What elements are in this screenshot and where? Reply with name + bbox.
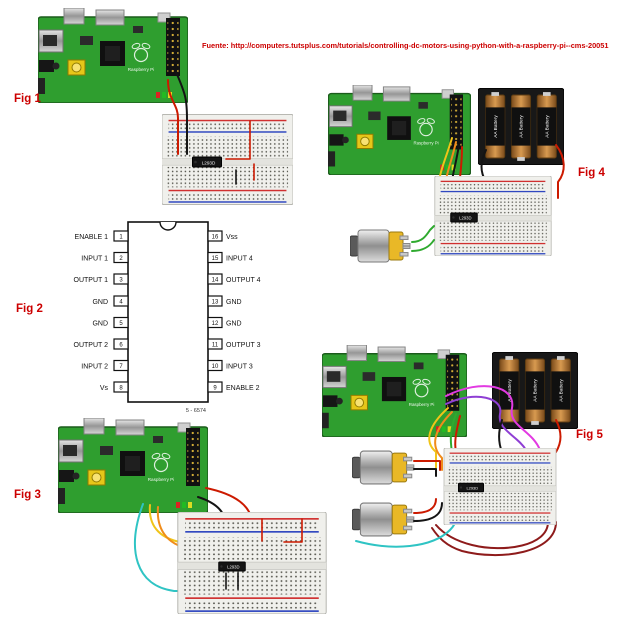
l293d-chip xyxy=(458,482,484,493)
pin-stub xyxy=(113,381,129,393)
pin-label: Vs xyxy=(100,385,109,392)
raspberry-pi-board xyxy=(58,418,208,513)
pin-stub xyxy=(207,338,223,350)
pin-stub xyxy=(207,381,223,393)
fig1-wire-red xyxy=(167,79,179,155)
pin-number: 15 xyxy=(212,256,219,262)
ic-notch-top xyxy=(159,221,177,231)
pin-stub xyxy=(113,230,129,242)
fig3-jumper-red-rail xyxy=(283,518,303,543)
fig5-wire-darkred-1 xyxy=(435,521,549,550)
pin-number: 14 xyxy=(212,278,219,284)
figure-3: Fig 3 xyxy=(14,418,327,614)
fig5-wire-orange xyxy=(434,411,453,471)
pin-number: 6 xyxy=(119,343,123,349)
figure-5: Fig 5 xyxy=(322,345,603,557)
pin-number: 16 xyxy=(212,235,219,241)
pin-number: 2 xyxy=(119,256,123,262)
dc-motor-2 xyxy=(352,502,415,537)
fig4-motor-wire-green-1 xyxy=(411,225,435,243)
pin-label: INPUT 2 xyxy=(81,364,108,371)
raspberry-pi-board xyxy=(328,85,471,175)
pin-number: 7 xyxy=(119,364,123,370)
pin-label: GND xyxy=(92,321,108,328)
pin-number: 9 xyxy=(213,386,217,392)
pin-stub xyxy=(207,359,223,372)
figure-3-label: Fig 3 xyxy=(14,489,41,501)
dc-motor xyxy=(350,229,411,263)
pin-label: OUTPUT 2 xyxy=(74,342,109,349)
pin-stub xyxy=(207,295,223,307)
figure-1-label: Fig 1 xyxy=(14,93,41,105)
fig5-wire-violet xyxy=(445,395,527,451)
fig5-wire-magenta xyxy=(445,385,541,451)
l293d-chip xyxy=(218,561,246,572)
pin-number: 4 xyxy=(119,300,123,306)
pin-stub xyxy=(113,295,129,307)
pin-stub xyxy=(113,273,129,285)
fig5-motor2-wire-red xyxy=(413,498,437,514)
pin-stub xyxy=(207,316,223,329)
pin-stub xyxy=(113,316,129,329)
pin-stub xyxy=(113,251,129,264)
pin-label: Vss xyxy=(226,234,238,241)
pin-number: 3 xyxy=(119,278,123,284)
figure-5-label: Fig 5 xyxy=(576,429,603,441)
figure-4: Fig 4 xyxy=(328,85,605,263)
pinout-part-code: 5 - 6574 xyxy=(186,408,206,414)
fig1-jumper-red-rail xyxy=(225,120,251,160)
raspberry-pi-board xyxy=(322,345,467,437)
l293d-chip xyxy=(192,156,222,168)
figure-4-label: Fig 4 xyxy=(578,167,605,179)
dc-motor-1 xyxy=(352,450,415,485)
pin-label: GND xyxy=(226,321,242,328)
pin-label: ENABLE 1 xyxy=(75,234,109,241)
fig4-battery-wire-red xyxy=(555,144,565,199)
pin-label: INPUT 4 xyxy=(226,256,253,263)
pin-stub xyxy=(113,359,129,372)
breadboard xyxy=(177,512,327,614)
pin-number: 1 xyxy=(119,235,123,241)
battery-pack xyxy=(478,88,564,165)
pin-number: 5 xyxy=(119,321,123,327)
pin-label: INPUT 3 xyxy=(226,364,253,371)
pin-label: OUTPUT 1 xyxy=(74,277,109,284)
figure-2-label: Fig 2 xyxy=(16,303,43,315)
source-note: Fuente: http://computers.tutsplus.com/tu… xyxy=(202,41,609,50)
pin-stub xyxy=(207,230,223,242)
ic-outline xyxy=(127,221,209,403)
fig5-wire-yellow xyxy=(428,407,449,469)
raspberry-pi-board xyxy=(38,8,188,103)
fig5-motor2-wire-black xyxy=(413,502,443,522)
pin-stub xyxy=(113,338,129,350)
pin-label: OUTPUT 4 xyxy=(226,277,261,284)
pin-number: 10 xyxy=(212,364,219,370)
pin-stub xyxy=(207,251,223,264)
pin-label: ENABLE 2 xyxy=(226,385,260,392)
pin-stub xyxy=(207,273,223,285)
l293d-chip xyxy=(450,212,478,223)
fig3-wire-cyan xyxy=(134,503,205,592)
fig5-motor1-wire-red xyxy=(413,460,441,471)
pin-label: GND xyxy=(92,299,108,306)
fig5-battery-wire-red xyxy=(555,419,562,453)
fig1-wire-black xyxy=(175,71,188,155)
figure-1: Fig 1 xyxy=(14,8,293,205)
fig5-motor1-wire-black xyxy=(413,468,437,477)
pin-label: OUTPUT 3 xyxy=(226,342,261,349)
pin-number: 11 xyxy=(212,343,219,349)
pin-number: 12 xyxy=(212,321,219,327)
pin-label: GND xyxy=(226,299,242,306)
pin-number: 13 xyxy=(212,300,219,306)
pin-label: INPUT 1 xyxy=(81,256,108,263)
pin-number: 8 xyxy=(119,386,123,392)
fig4-motor-wire-green-2 xyxy=(411,239,435,252)
